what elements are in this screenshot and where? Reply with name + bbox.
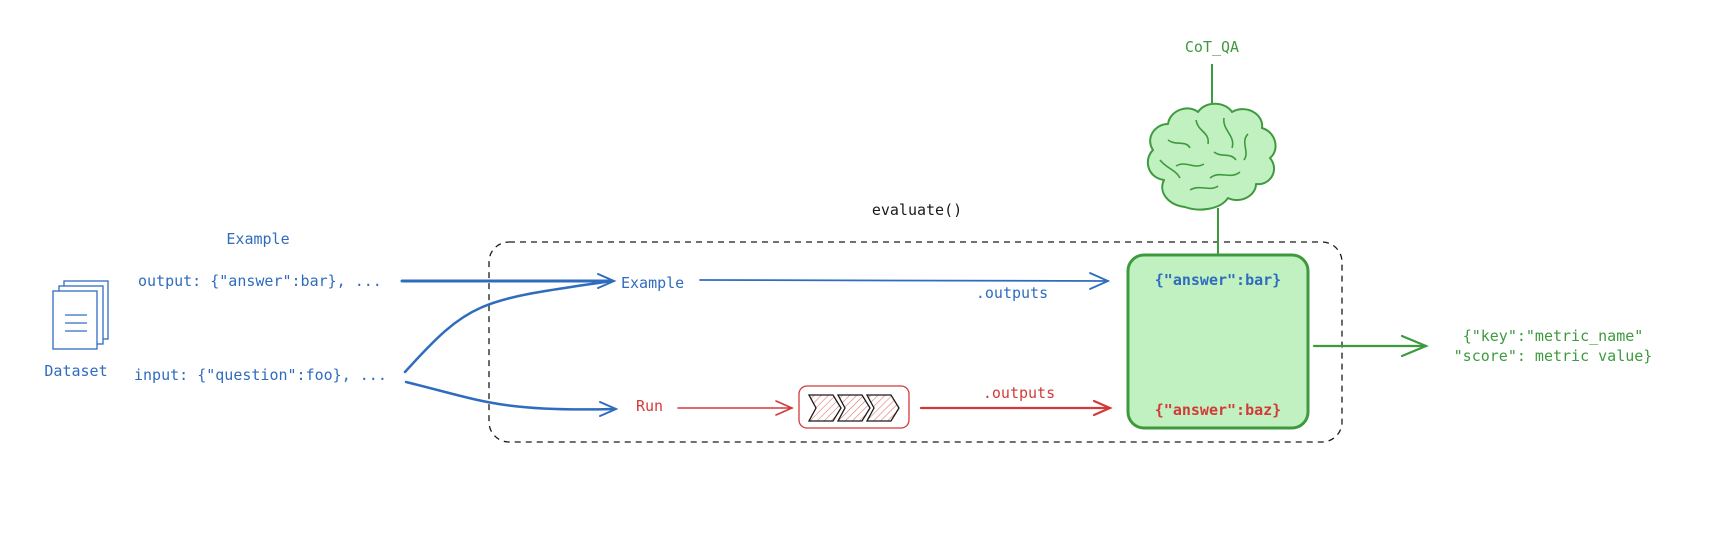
example-header: Example (226, 230, 289, 248)
run-node: Run (636, 397, 663, 415)
input-to-example-arrow (403, 279, 614, 374)
example-output-arrow (400, 273, 617, 289)
result-arrow (1312, 334, 1429, 358)
run-to-pipeline-arrow (677, 400, 794, 416)
brain-icon (1146, 102, 1277, 211)
input-line: input: {"question":foo}, ... (134, 366, 387, 384)
output-line: output: {"answer":bar}, ... (138, 272, 382, 290)
example-to-evaluator-arrow (699, 272, 1111, 290)
answer-baz: {"answer":baz} (1155, 401, 1281, 419)
dataset-label: Dataset (44, 362, 107, 380)
input-to-run-arrow (404, 380, 619, 417)
result-line-2: "score": metric value} (1454, 347, 1653, 365)
result-line-1: {"key":"metric_name" (1463, 327, 1644, 345)
evaluate-label: evaluate() (872, 201, 962, 219)
documents-stack-icon (52, 280, 109, 350)
chevron-pipeline-icon (798, 385, 910, 429)
outputs-bottom-label: .outputs (983, 384, 1055, 402)
evaluator-name: CoT_QA (1185, 38, 1239, 56)
example-node: Example (621, 274, 684, 292)
pipeline-to-evaluator-arrow (919, 399, 1113, 417)
evaluate-frame (488, 241, 1343, 443)
answer-bar: {"answer":bar} (1155, 271, 1281, 289)
outputs-top-label: .outputs (976, 284, 1048, 302)
